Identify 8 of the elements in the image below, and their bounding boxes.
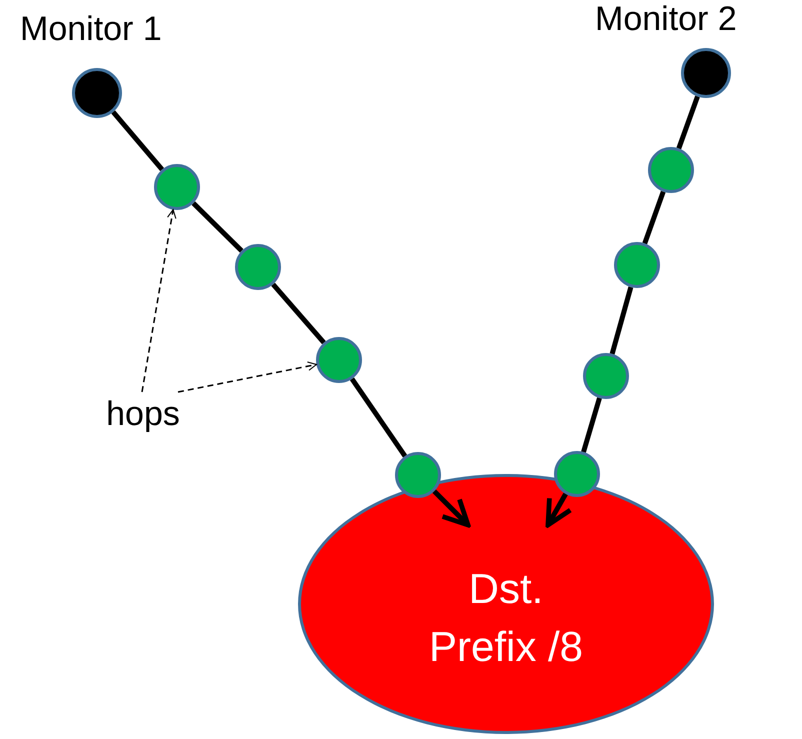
arrow [546, 492, 573, 528]
monitor-label: Monitor 1 [20, 12, 162, 46]
prefix-label: Dst. Prefix /8 [428, 564, 584, 672]
hops-label: hops [106, 397, 180, 431]
dashed-arrow [178, 361, 317, 393]
dashed-arrow [141, 209, 176, 392]
arrow [432, 490, 470, 528]
monitor-label: Monitor 2 [595, 2, 737, 36]
